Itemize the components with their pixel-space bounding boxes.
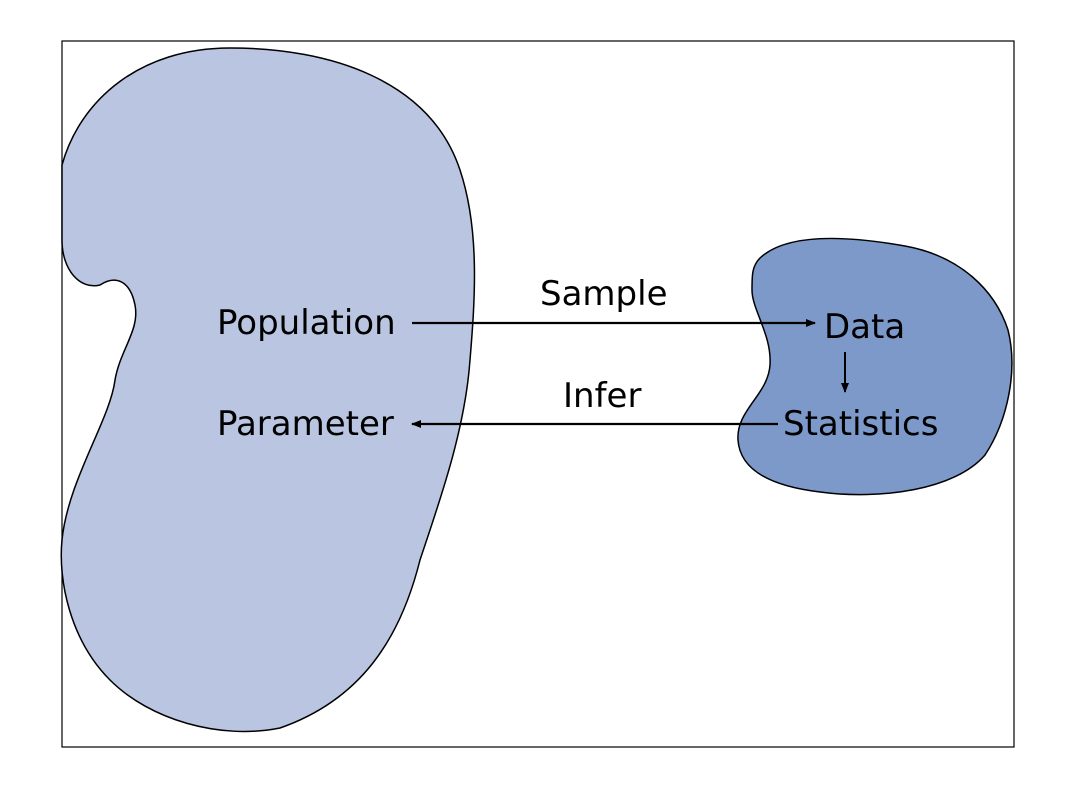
diagram-frame [61,40,1015,748]
population-blob [60,47,476,733]
sample-label: Sample [540,274,667,314]
data-label: Data [824,307,905,347]
parameter-label: Parameter [217,404,394,444]
infer-label: Infer [563,376,641,416]
population-label: Population [217,303,396,343]
statistics-label: Statistics [783,404,938,444]
sample-blob [737,237,1013,496]
